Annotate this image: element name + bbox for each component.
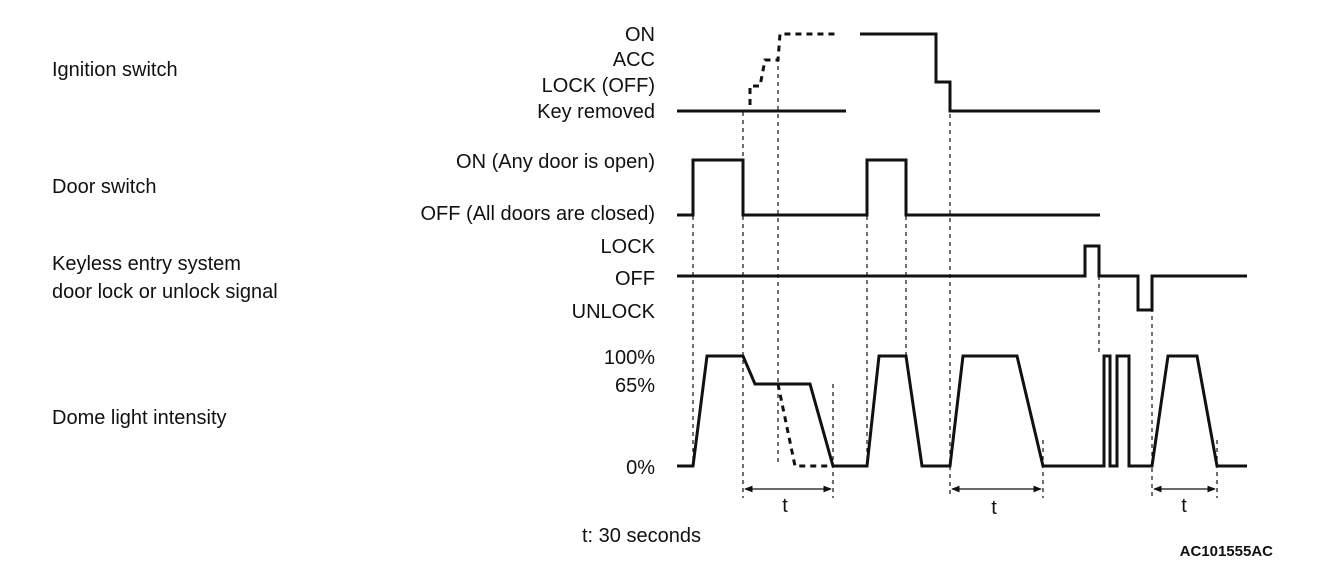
ignition-level-acc: ACC	[613, 49, 655, 71]
ignition-level-lock: LOCK (OFF)	[542, 75, 655, 97]
keyless-level-off: OFF	[615, 268, 655, 290]
ignition-level-on: ON	[625, 24, 655, 46]
interval-label-2: t	[991, 497, 997, 519]
keyless-entry-label-line2: door lock or unlock signal	[52, 281, 278, 303]
dome-waveform	[677, 354, 1247, 468]
dome-light-label: Dome light intensity	[52, 407, 227, 429]
ignition-switch-label: Ignition switch	[52, 59, 178, 81]
keyless-entry-label-line1: Keyless entry system	[52, 253, 241, 275]
keyless-level-unlock: UNLOCK	[572, 301, 656, 323]
interval-note: t: 30 seconds	[582, 525, 701, 547]
ignition-waveform	[677, 32, 1100, 113]
interval-label-3: t	[1181, 495, 1187, 517]
dome-level-0: 0%	[626, 457, 655, 479]
door-level-off: OFF (All doors are closed)	[420, 203, 655, 225]
door-switch-label: Door switch	[52, 176, 156, 198]
dome-level-65: 65%	[615, 375, 655, 397]
figure-code: AC101555AC	[1180, 543, 1274, 560]
keyless-waveform	[677, 244, 1247, 312]
door-level-on: ON (Any door is open)	[456, 151, 655, 173]
dome-level-100: 100%	[604, 347, 655, 369]
ignition-level-key-removed: Key removed	[537, 101, 655, 123]
interval-label-1: t	[782, 495, 788, 517]
door-waveform	[677, 158, 1100, 217]
keyless-level-lock: LOCK	[601, 236, 656, 258]
